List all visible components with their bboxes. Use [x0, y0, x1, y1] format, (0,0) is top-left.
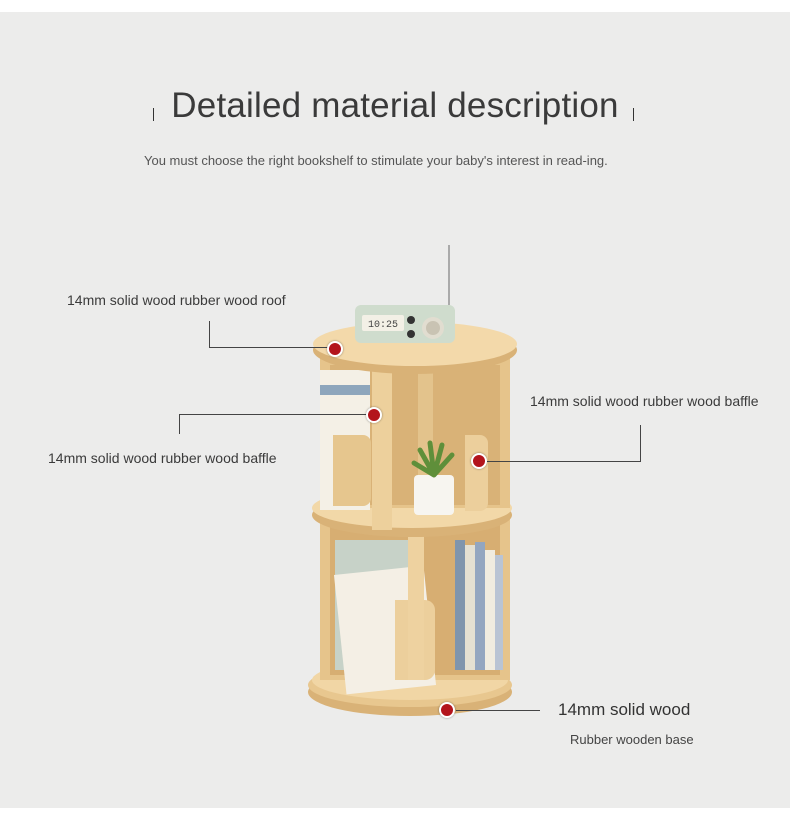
callout-base-title: 14mm solid wood	[558, 700, 691, 719]
callout-roof-label: 14mm solid wood rubber wood roof	[67, 292, 286, 308]
callout-base-line	[456, 710, 540, 711]
callout-baffle-right-line-h	[487, 461, 641, 462]
callout-roof-line-h	[209, 347, 329, 348]
page-subtitle: You must choose the right bookshelf to s…	[144, 153, 608, 168]
callout-baffle-right-label: 14mm solid wood rubber wood baffle	[530, 393, 759, 409]
baffle-left-marker-icon	[366, 407, 382, 423]
callout-baffle-left-line-v	[179, 414, 180, 434]
title-left-tick	[153, 108, 154, 121]
radio-display: 10:25	[368, 320, 398, 331]
callout-roof-line-v	[209, 321, 210, 348]
rotating-bookshelf-image: 10:25	[308, 245, 517, 716]
title-right-tick	[633, 108, 634, 121]
roof-marker-icon	[327, 341, 343, 357]
callout-baffle-left-line-h	[179, 414, 367, 415]
page-title: Detailed material description	[171, 86, 619, 125]
baffle-right-marker-icon	[471, 453, 487, 469]
callout-baffle-left-label: 14mm solid wood rubber wood baffle	[48, 450, 277, 466]
base-marker-icon	[439, 702, 455, 718]
callout-base-subtitle: Rubber wooden base	[570, 732, 694, 747]
callout-baffle-right-line-v	[640, 425, 641, 461]
